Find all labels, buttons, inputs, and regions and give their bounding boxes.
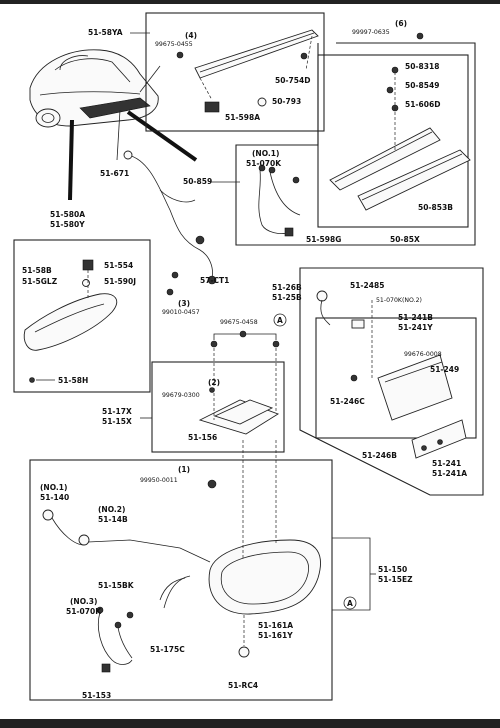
label-51-606d: 51-606D xyxy=(405,100,440,109)
label-51-241: 51-241 xyxy=(432,459,461,468)
label-51-241y: 51-241Y xyxy=(398,323,433,332)
label-51-58h: 51-58H xyxy=(58,376,88,385)
box-combination-lamp xyxy=(29,459,333,701)
label-no1-lower: (NO.1) xyxy=(40,483,67,492)
label-50-8549: 50-8549 xyxy=(405,81,439,90)
label-51-580y: 51-580Y xyxy=(50,220,85,229)
label-51-246c: 51-246C xyxy=(330,397,365,406)
label-51-554: 51-554 xyxy=(104,261,133,270)
label-51-246b: 51-246B xyxy=(362,451,397,460)
spoiler-part xyxy=(176,29,319,113)
label-51-5glz: 51-5GLZ xyxy=(22,277,58,286)
label-51-070k-no3: 51-070K xyxy=(66,607,102,616)
wiring-harness-mid xyxy=(123,150,217,285)
label-51-598g: 51-598G xyxy=(306,235,341,244)
label-51-598a: 51-598A xyxy=(225,113,260,122)
label-51-070k-no2: 51-070K(NO.2) xyxy=(376,297,422,304)
box-tail-lamp-inner xyxy=(315,317,477,439)
license-lamp xyxy=(23,259,118,351)
label-51-153: 51-153 xyxy=(82,691,111,700)
label-50-8318: 50-8318 xyxy=(405,62,439,71)
label-4: (4) xyxy=(185,31,197,40)
label-50-85x: 50-85X xyxy=(390,235,420,244)
label-6: (6) xyxy=(395,19,407,28)
label-51-161y: 51-161Y xyxy=(258,631,293,640)
bottom-border xyxy=(0,719,500,728)
label-99679-0300: 99679-0300 xyxy=(162,392,200,399)
label-51-249: 51-249 xyxy=(430,365,459,374)
screw-lower xyxy=(207,479,217,489)
label-51-rc4: 51-RC4 xyxy=(228,681,258,690)
label-99010-0457: 99010-0457 xyxy=(162,309,200,316)
label-51-161a: 51-161A xyxy=(258,621,293,630)
box-lamp-inner xyxy=(317,54,469,228)
leader-3 xyxy=(116,109,121,161)
label-no3: (NO.3) xyxy=(70,597,97,606)
label-51-17x: 51-17X xyxy=(102,407,132,416)
label-3: (3) xyxy=(178,299,190,308)
label-50-853b: 50-853B xyxy=(418,203,453,212)
label-99675-0458: 99675-0458 xyxy=(220,319,258,326)
sockets-and-wiring xyxy=(42,509,211,673)
callout-circle-a-lower xyxy=(343,596,357,610)
callout-a-upper: A xyxy=(277,316,283,325)
box-garnish xyxy=(151,361,285,453)
label-99675-0455: 99675-0455 xyxy=(155,41,193,48)
label-99997-0635: 99997-0635 xyxy=(352,29,390,36)
tail-lamp-parts xyxy=(316,290,467,459)
screw-top xyxy=(416,32,424,40)
label-51-140: 51-140 xyxy=(40,493,69,502)
label-51-15x: 51-15X xyxy=(102,417,132,426)
label-51-2485: 51-2485 xyxy=(350,281,384,290)
label-51-671: 51-671 xyxy=(100,169,129,178)
box-lamp-outer xyxy=(235,42,476,246)
label-no1: (NO.1) xyxy=(252,149,279,158)
label-51-175c: 51-175C xyxy=(150,645,185,654)
leader-thick-1 xyxy=(68,119,74,201)
callout-a-lower: A xyxy=(347,599,353,608)
label-51-58ya: 51-58YA xyxy=(88,28,123,37)
leader-4 xyxy=(139,65,161,93)
label-51-15bk: 51-15BK xyxy=(98,581,135,590)
top-border xyxy=(0,0,500,4)
label-51-15ez: 51-15EZ xyxy=(378,575,413,584)
box-spoiler xyxy=(145,12,325,132)
label-50-754d: 50-754D xyxy=(275,76,310,85)
label-99950-0011: 99950-0011 xyxy=(140,477,178,484)
box-license-lamp xyxy=(13,239,151,393)
garnish-panel xyxy=(198,348,280,435)
label-51-58b: 51-58B xyxy=(22,266,52,275)
label-99676-0008: 99676-0008 xyxy=(404,351,442,358)
label-50-793: 50-793 xyxy=(272,97,301,106)
box-tail-lamp-outer xyxy=(299,267,484,496)
label-51-580a: 51-580A xyxy=(50,210,85,219)
label-51-14b: 51-14B xyxy=(98,515,128,524)
combination-lamp xyxy=(159,440,321,658)
label-51-156: 51-156 xyxy=(188,433,217,442)
car-illustration xyxy=(29,49,159,128)
label-51-070k: 51-070K xyxy=(246,159,282,168)
label-51-241b: 51-241B xyxy=(398,313,433,322)
label-57-ct1: 57-CT1 xyxy=(200,276,229,285)
label-51-241a: 51-241A xyxy=(432,469,467,478)
label-50-859: 50-859 xyxy=(183,177,212,186)
label-51-590j: 51-590J xyxy=(104,277,136,286)
high-mount-lamp xyxy=(329,66,471,211)
label-no2: (NO.2) xyxy=(98,505,125,514)
leader-thick-2 xyxy=(126,110,198,162)
label-51-26b: 51-26B xyxy=(272,283,302,292)
label-2: (2) xyxy=(208,378,220,387)
label-51-150: 51-150 xyxy=(378,565,407,574)
callout-circle-a-upper xyxy=(273,313,287,327)
label-51-25b: 51-25B xyxy=(272,293,302,302)
label-1: (1) xyxy=(178,465,190,474)
wiring-harness-upper xyxy=(258,164,301,237)
